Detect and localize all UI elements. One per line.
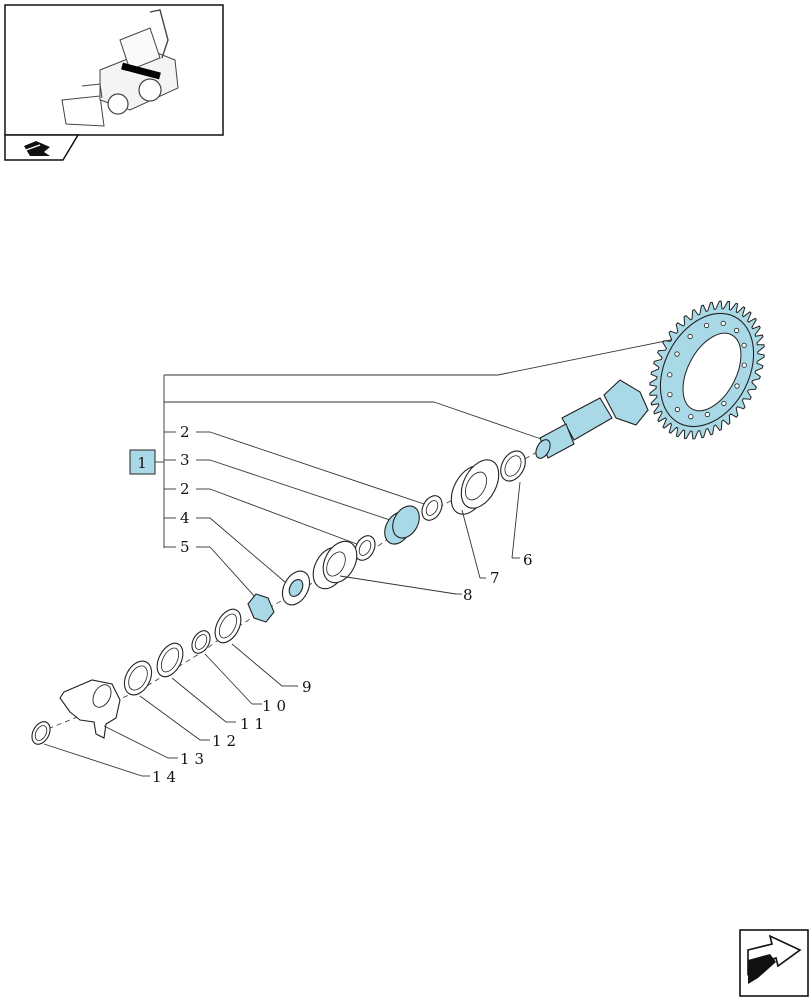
callout-11: 11 xyxy=(240,715,269,733)
callout-4: 4 xyxy=(180,509,195,527)
callout-9: 9 xyxy=(302,678,317,696)
callout-13: 13 xyxy=(180,750,209,768)
gear-bolt-hole xyxy=(688,413,694,420)
part-5-nut xyxy=(247,593,275,623)
callout-5: 5 xyxy=(180,538,195,556)
next-page-button[interactable] xyxy=(739,929,809,997)
thumbnail-panel[interactable] xyxy=(4,4,224,161)
callout-3: 3 xyxy=(180,451,195,469)
bracket-lines xyxy=(155,335,691,599)
part-9-ring xyxy=(214,608,242,644)
gear-bolt-hole xyxy=(733,327,740,334)
gear-bolt-hole xyxy=(720,320,726,326)
part-4-washer xyxy=(281,570,311,606)
callout-6: 6 xyxy=(523,551,538,569)
pinion-shaft xyxy=(535,379,649,459)
gear-bolt-hole xyxy=(734,383,740,389)
gear-bolt-hole xyxy=(667,372,673,378)
callout-2-lower: 2 xyxy=(180,480,195,498)
gear-bolt-hole xyxy=(674,406,681,413)
callout-12: 12 xyxy=(212,732,241,750)
part-8-bearing xyxy=(312,540,358,590)
gear-bolt-hole xyxy=(741,362,747,368)
gear-bolt-hole xyxy=(667,391,673,398)
gear-bolt-hole xyxy=(674,351,680,357)
gear-bolt-hole xyxy=(721,400,727,407)
part-12-seal xyxy=(123,660,153,696)
callout-7: 7 xyxy=(490,569,505,587)
callout-2-upper: 2 xyxy=(180,423,195,441)
part-2-spacer-lower xyxy=(354,535,376,561)
part-3-bushing xyxy=(384,505,420,545)
part-7-bearing xyxy=(450,459,500,515)
gear-bolt-hole xyxy=(687,333,693,340)
previous-page-arrow-icon[interactable] xyxy=(24,141,50,156)
crown-gear xyxy=(649,300,765,440)
part-10-ring xyxy=(191,630,211,654)
gear-bolt-hole xyxy=(704,411,711,418)
part-2-spacer-upper xyxy=(421,495,443,521)
gear-bolt-hole xyxy=(703,322,710,329)
reference-box-label: 1 xyxy=(137,454,147,472)
gear-bolt-hole xyxy=(741,342,747,348)
part-11-ring xyxy=(156,642,184,678)
part-13-yoke xyxy=(59,679,121,739)
backhoe-loader-thumbnail-icon xyxy=(61,9,179,127)
callout-14: 14 xyxy=(152,768,181,786)
callout-10: 10 xyxy=(262,697,291,715)
next-page-arrow-icon xyxy=(747,934,802,984)
reference-box-1[interactable]: 1 xyxy=(129,449,156,475)
callout-8: 8 xyxy=(463,586,478,604)
part-14-cap xyxy=(31,721,51,745)
part-6-shim-ring xyxy=(500,450,526,482)
